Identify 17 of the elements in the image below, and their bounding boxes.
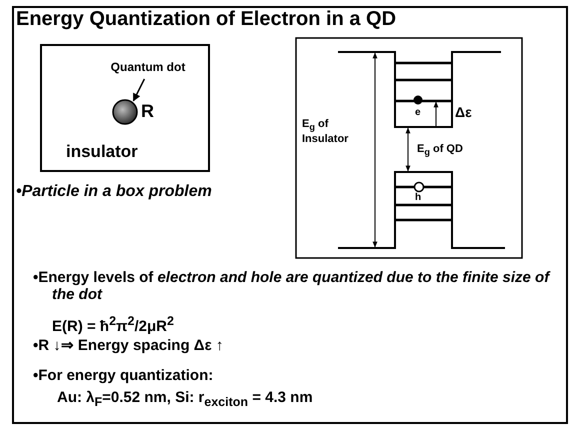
slide-title: Energy Quantization of Electron in a QD [16,8,396,31]
bullet-text: •Particle in a box problem [16,182,212,202]
bullet-text: •Energy levels of electron and hole are quantized due to the finite size of the dot [33,269,552,304]
hole-label: h [415,191,422,204]
radius-label: R [141,101,154,122]
level-spacing-label: Δε [455,103,472,122]
bullet-text: •For energy quantization: [33,366,214,386]
insulator-box [40,44,210,172]
region-label: insulator [66,142,138,162]
note-text: Au: λ$_{F}$=0.52 nm, Si: r$_{exciton}$ = 4.3 nm [57,388,313,411]
equation: E(R) = ħ$^{2}$π$^{2}$/2μR$^{2}$ [52,313,174,337]
callout-label: Quantum dot [98,60,198,77]
band-gap-label: E$_{g}$ of QD [417,142,463,159]
bullet-text: •R ↓⇒ Energy spacing Δε ↑ [33,336,224,356]
electron-label: e [415,106,421,120]
leader-arrow [132,78,146,102]
band-gap-label: E$_{g}$ of Insulator [302,118,350,146]
